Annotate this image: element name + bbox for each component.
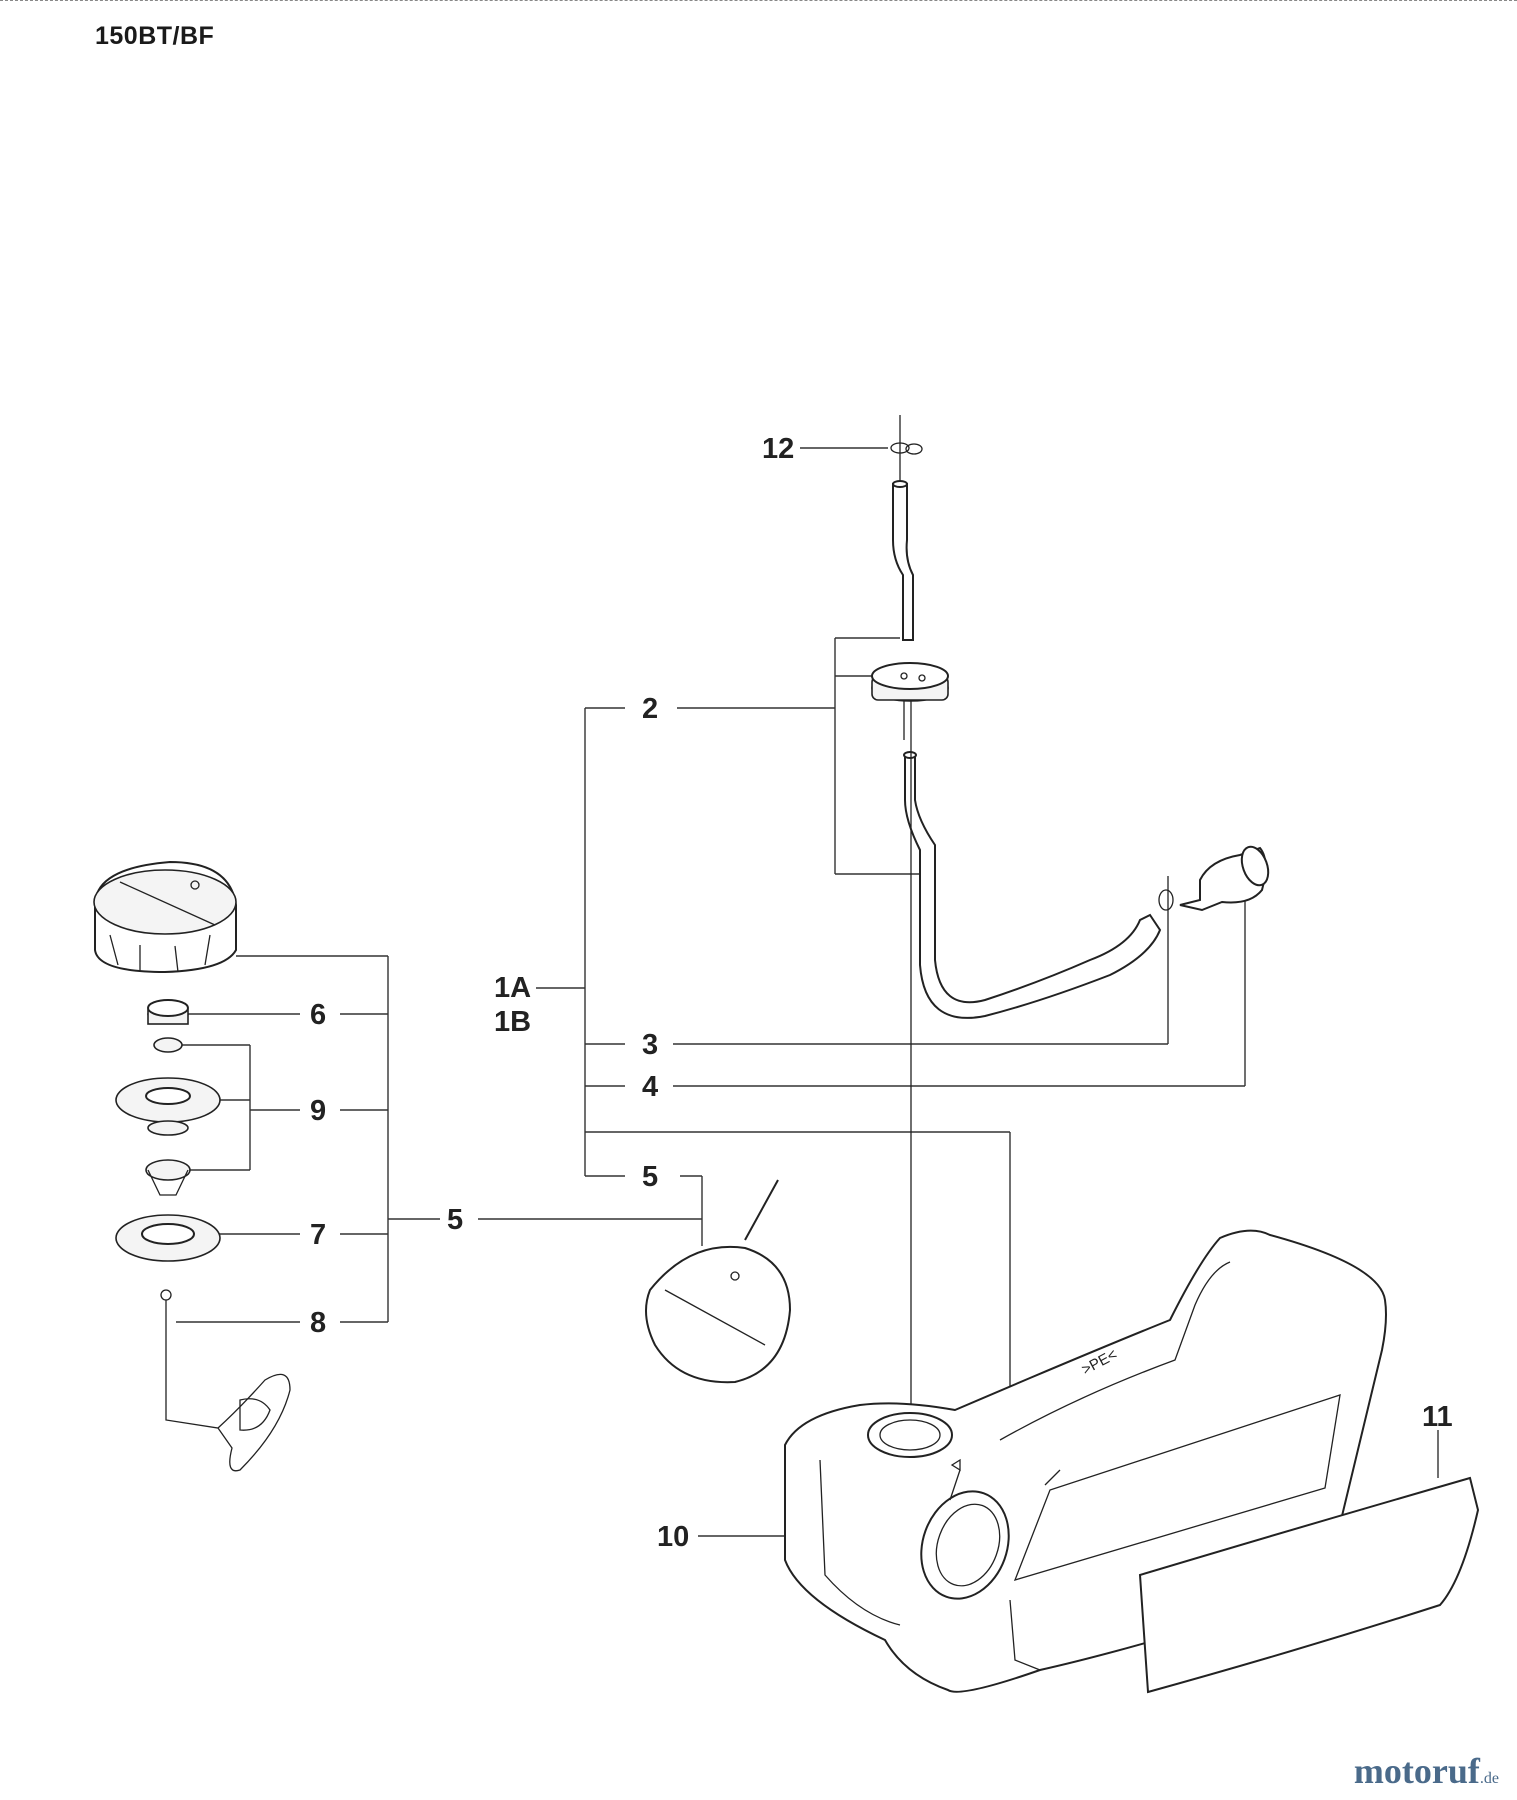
model-title: 150BT/BF: [95, 22, 215, 50]
label-part-2: 2: [642, 693, 658, 725]
label-part-3: 3: [642, 1029, 658, 1061]
label-part-11: 11: [1422, 1401, 1453, 1433]
fuel-hose-assembly: [871, 415, 1270, 1418]
leader-lines: [176, 447, 1439, 1611]
decal-label: [1138, 1476, 1480, 1694]
tank-cap-with-vent: [645, 1179, 792, 1384]
label-part-9: 9: [310, 1095, 326, 1127]
part-number-labels: 12 2 1A 1B 3 4 5 5 6 9 7 8 10 11: [310, 433, 1453, 1553]
label-part-1a: 1A: [494, 972, 531, 1004]
label-part-7: 7: [310, 1219, 326, 1251]
label-part-10: 10: [657, 1521, 689, 1553]
watermark-brand: motoruf: [1353, 1751, 1480, 1791]
label-part-6: 6: [310, 999, 326, 1031]
watermark-logo: motoruf.de: [1354, 1750, 1499, 1792]
label-part-5-tank-cap: 5: [642, 1161, 658, 1193]
fuel-cap-assembly: [93, 860, 291, 1472]
top-dashed-rule: [0, 0, 1517, 1]
label-part-5-cap-assembly: 5: [447, 1204, 463, 1236]
watermark-domain: .de: [1479, 1770, 1499, 1787]
label-part-12: 12: [762, 433, 794, 465]
label-part-1b: 1B: [494, 1006, 531, 1038]
label-part-4: 4: [642, 1071, 658, 1103]
label-part-8: 8: [310, 1307, 326, 1339]
